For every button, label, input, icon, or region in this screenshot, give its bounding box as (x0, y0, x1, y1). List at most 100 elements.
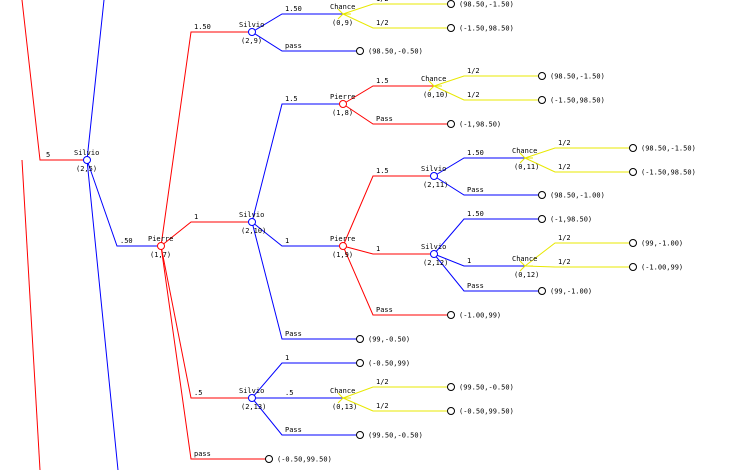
terminal-circle (356, 47, 364, 55)
terminal-node-t12: (-1.00,99) (629, 263, 683, 272)
node-silvio-s3: Silvio(2,10) (239, 211, 266, 235)
node-info-set: (0,13) (332, 403, 357, 411)
edge-label: 1 (194, 213, 198, 221)
terminal-node-t14: (-1.00,99) (447, 311, 501, 320)
node-chance-c3: Chance (0,11) (512, 147, 539, 171)
terminal-circle (447, 407, 455, 415)
edge-label: 1 (285, 354, 289, 362)
node-info-set: (0,10) (423, 91, 448, 99)
terminal-payoff: (98.50,-1.50) (459, 1, 514, 9)
terminal-node-t7: (98.50,-1.50) (629, 144, 696, 153)
terminal-circle (356, 335, 364, 343)
terminal-node-t13: (99,-1.00) (538, 287, 592, 296)
edge-c2-t4 (433, 75, 542, 87)
terminal-payoff: (-1.50,98.50) (641, 169, 696, 177)
edge-s3-p2 (251, 103, 343, 223)
edge-label: .50 (120, 237, 133, 245)
edge-s2-c1 (251, 13, 343, 33)
edge-p3-t14 (342, 245, 451, 316)
edge-c5-t18 (342, 397, 451, 412)
node-info-set: (2,10) (241, 227, 266, 235)
edge-c4-t12 (524, 265, 633, 268)
chance-node-mark (428, 80, 442, 92)
terminal-payoff: (99,-1.00) (641, 240, 683, 248)
edge-s1-p1 (86, 159, 161, 247)
edge-label: 1/2 (376, 19, 389, 27)
terminal-node-t19: (99.50,-0.50) (356, 431, 423, 440)
terminal-circle (447, 24, 455, 32)
edges-layer (21, 0, 633, 470)
terminal-node-t17: (99.50,-0.50) (447, 383, 514, 392)
terminal-payoff: (-1.50,98.50) (459, 25, 514, 33)
node-pierre-p1: Pierre(1,7) (148, 235, 173, 259)
edge-s6-t16 (251, 362, 360, 399)
edge-label: 1/2 (376, 378, 389, 386)
edge-s5-c4 (433, 253, 525, 267)
terminal-payoff: (-1.00,99) (459, 312, 501, 320)
node-silvio-s4: Silvio(2,11) (421, 165, 448, 189)
chance-node-mark (519, 260, 533, 272)
node-silvio-s5: Silvio(2,12) (421, 243, 448, 267)
edge-s5-t13 (433, 253, 542, 292)
edge-label: .5 (285, 389, 293, 397)
node-info-set: (2,9) (241, 37, 262, 45)
edge-label: 1/2 (558, 139, 571, 147)
node-pierre-p3: Pierre(1,9) (330, 235, 355, 259)
terminal-payoff: (-0.50,99.50) (277, 456, 332, 464)
edge-label: 1.5 (285, 95, 298, 103)
terminal-payoff: (-0.50,99.50) (459, 408, 514, 416)
terminal-payoff: (99.50,-0.50) (459, 384, 514, 392)
node-player-label: Silvio (239, 387, 264, 395)
node-silvio-s2: Silvio(2,9) (239, 21, 264, 45)
decision-node-circle (157, 242, 165, 250)
chance-node-mark (519, 152, 533, 164)
node-player-label: Chance (512, 147, 537, 155)
edge-c2-t5 (433, 85, 542, 101)
incoming-edge-pierre-down (21, 159, 41, 470)
terminal-node-t4: (98.50,-1.50) (538, 72, 605, 81)
terminal-payoff: (-1,98.50) (550, 216, 592, 224)
edge-label: pass (285, 42, 302, 50)
node-info-set: (0,11) (514, 163, 539, 171)
edge-label: 1 (467, 257, 471, 265)
edge-label: 1 (376, 245, 380, 253)
decision-node-circle (339, 242, 347, 250)
terminal-payoff: (-1.50,98.50) (550, 97, 605, 105)
terminal-node-t20: (-0.50,99.50) (265, 455, 332, 464)
edge-c1-t2 (342, 13, 451, 29)
terminal-circle (447, 0, 455, 8)
edge-p1-t20 (160, 245, 269, 460)
edge-label: Pass (467, 186, 484, 194)
decision-node-circle (248, 218, 256, 226)
edge-s5-t10 (433, 218, 542, 255)
terminal-payoff: (98.50,-0.50) (368, 48, 423, 56)
terminal-circle (356, 431, 364, 439)
terminal-payoff: (99,-0.50) (368, 336, 410, 344)
terminal-circle (265, 455, 273, 463)
decision-node-circle (83, 156, 91, 164)
node-silvio-s6: Silvio(2,13) (239, 387, 266, 411)
terminal-node-t11: (99,-1.00) (629, 239, 683, 248)
edge-s4-t9 (433, 175, 542, 196)
chance-node-mark (337, 8, 351, 20)
edge-p3-s5 (342, 245, 434, 255)
node-info-set: (2,12) (423, 259, 448, 267)
edge-label: 1/2 (558, 163, 571, 171)
edge-label: 1/2 (467, 91, 480, 99)
node-chance-c2: Chance(0,10) (421, 75, 448, 99)
edge-label: 1/2 (558, 234, 571, 242)
terminal-node-t8: (-1.50,98.50) (629, 168, 696, 177)
edge-c3-t7 (524, 147, 633, 159)
edge-label: 1.50 (467, 210, 484, 218)
edge-label: 1.50 (467, 149, 484, 157)
terminal-node-t18: (-0.50,99.50) (447, 407, 514, 416)
edge-s6-t19 (251, 397, 360, 436)
terminal-node-t1: (98.50,-1.50) (447, 0, 514, 9)
edge-label: Pass (467, 282, 484, 290)
decision-node-circle (248, 394, 256, 402)
edge-label: 1/2 (558, 258, 571, 266)
node-player-label: Pierre (330, 93, 355, 101)
node-info-set: (1,9) (332, 251, 353, 259)
node-player-label: Silvio (74, 149, 99, 157)
terminal-circle (538, 96, 546, 104)
